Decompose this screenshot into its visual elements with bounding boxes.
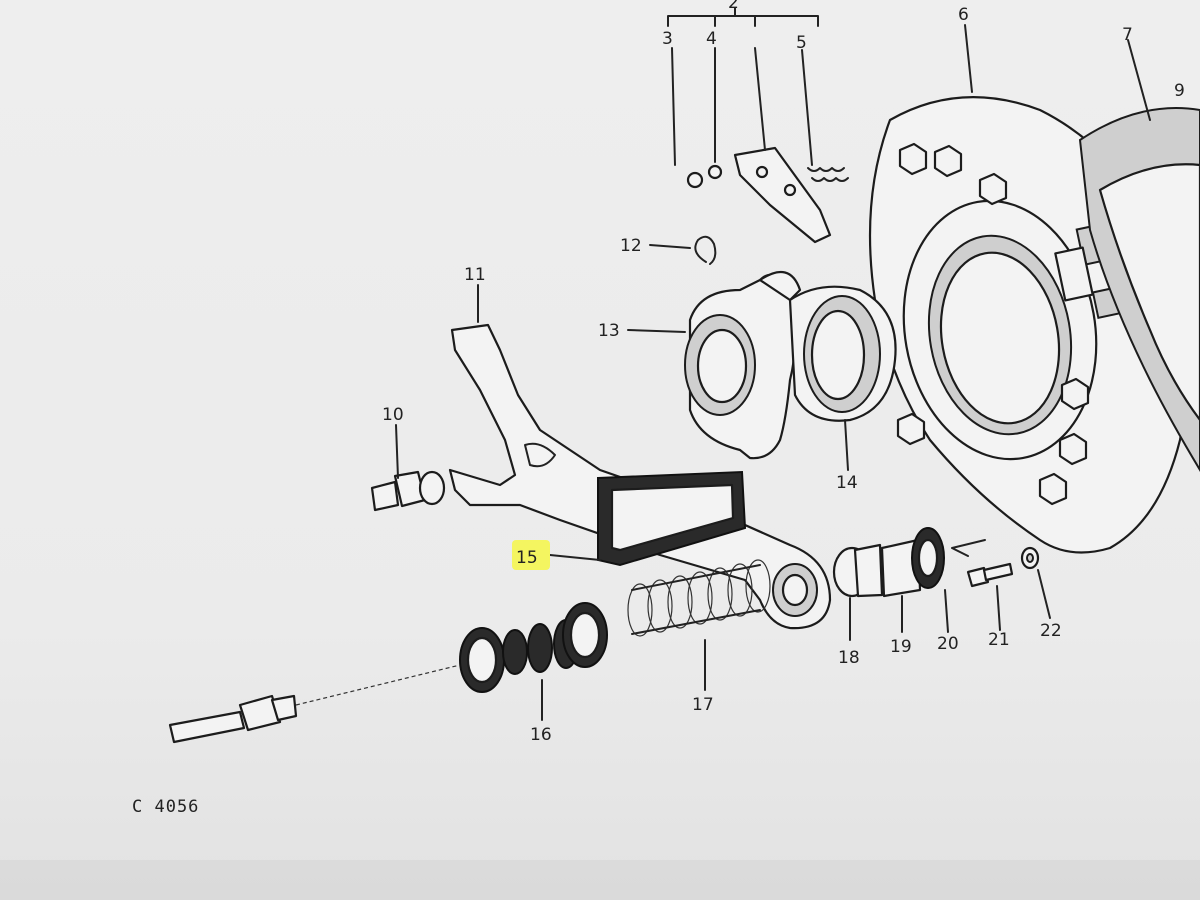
callout-16: 16 (530, 725, 552, 745)
small-fasteners (951, 539, 1040, 588)
callout-leader-lines (395, 7, 1151, 721)
callout-12: 12 (620, 236, 642, 256)
callout-7: 7 (1122, 25, 1133, 45)
callout-11: 11 (464, 265, 486, 285)
release-fork (448, 323, 832, 630)
return-spring (627, 559, 771, 637)
callout-17: 17 (692, 695, 714, 715)
clutch-friction-disc (1078, 107, 1200, 472)
adjuster-plate-assembly (686, 146, 849, 244)
rim-hex-nuts (896, 142, 1090, 506)
callout-22: 22 (1040, 621, 1062, 641)
callout-numbers: 2 3 4 5 6 7 9 10 11 12 13 14 15 16 17 18… (382, 0, 1185, 745)
callout-9: 9 (1174, 81, 1185, 101)
callout-13: 13 (598, 321, 620, 341)
callout-5: 5 (796, 33, 807, 53)
callout-21: 21 (988, 630, 1010, 650)
bushing-set (459, 602, 608, 693)
callout-3: 3 (662, 29, 673, 49)
callout-10: 10 (382, 405, 404, 425)
callout-15: 15 (516, 548, 538, 568)
scan-shadow (0, 860, 1200, 900)
adjusting-rod-end (832, 527, 945, 598)
release-bearing-carrier (684, 270, 802, 460)
callout-20: 20 (937, 634, 959, 654)
callout-2: 2 (728, 0, 739, 13)
callout-14: 14 (836, 473, 858, 493)
push-rod (168, 664, 461, 744)
fork-dust-boot (597, 470, 747, 567)
pivot-bolt (370, 470, 446, 512)
callout-19: 19 (890, 637, 912, 657)
callout-6: 6 (958, 5, 969, 25)
callout-18: 18 (838, 648, 860, 668)
callout-4: 4 (706, 29, 717, 49)
release-bearing (788, 285, 897, 422)
retaining-clip (694, 235, 717, 265)
figure-caption: C 4056 (132, 797, 199, 817)
callout-highlight (512, 540, 550, 570)
